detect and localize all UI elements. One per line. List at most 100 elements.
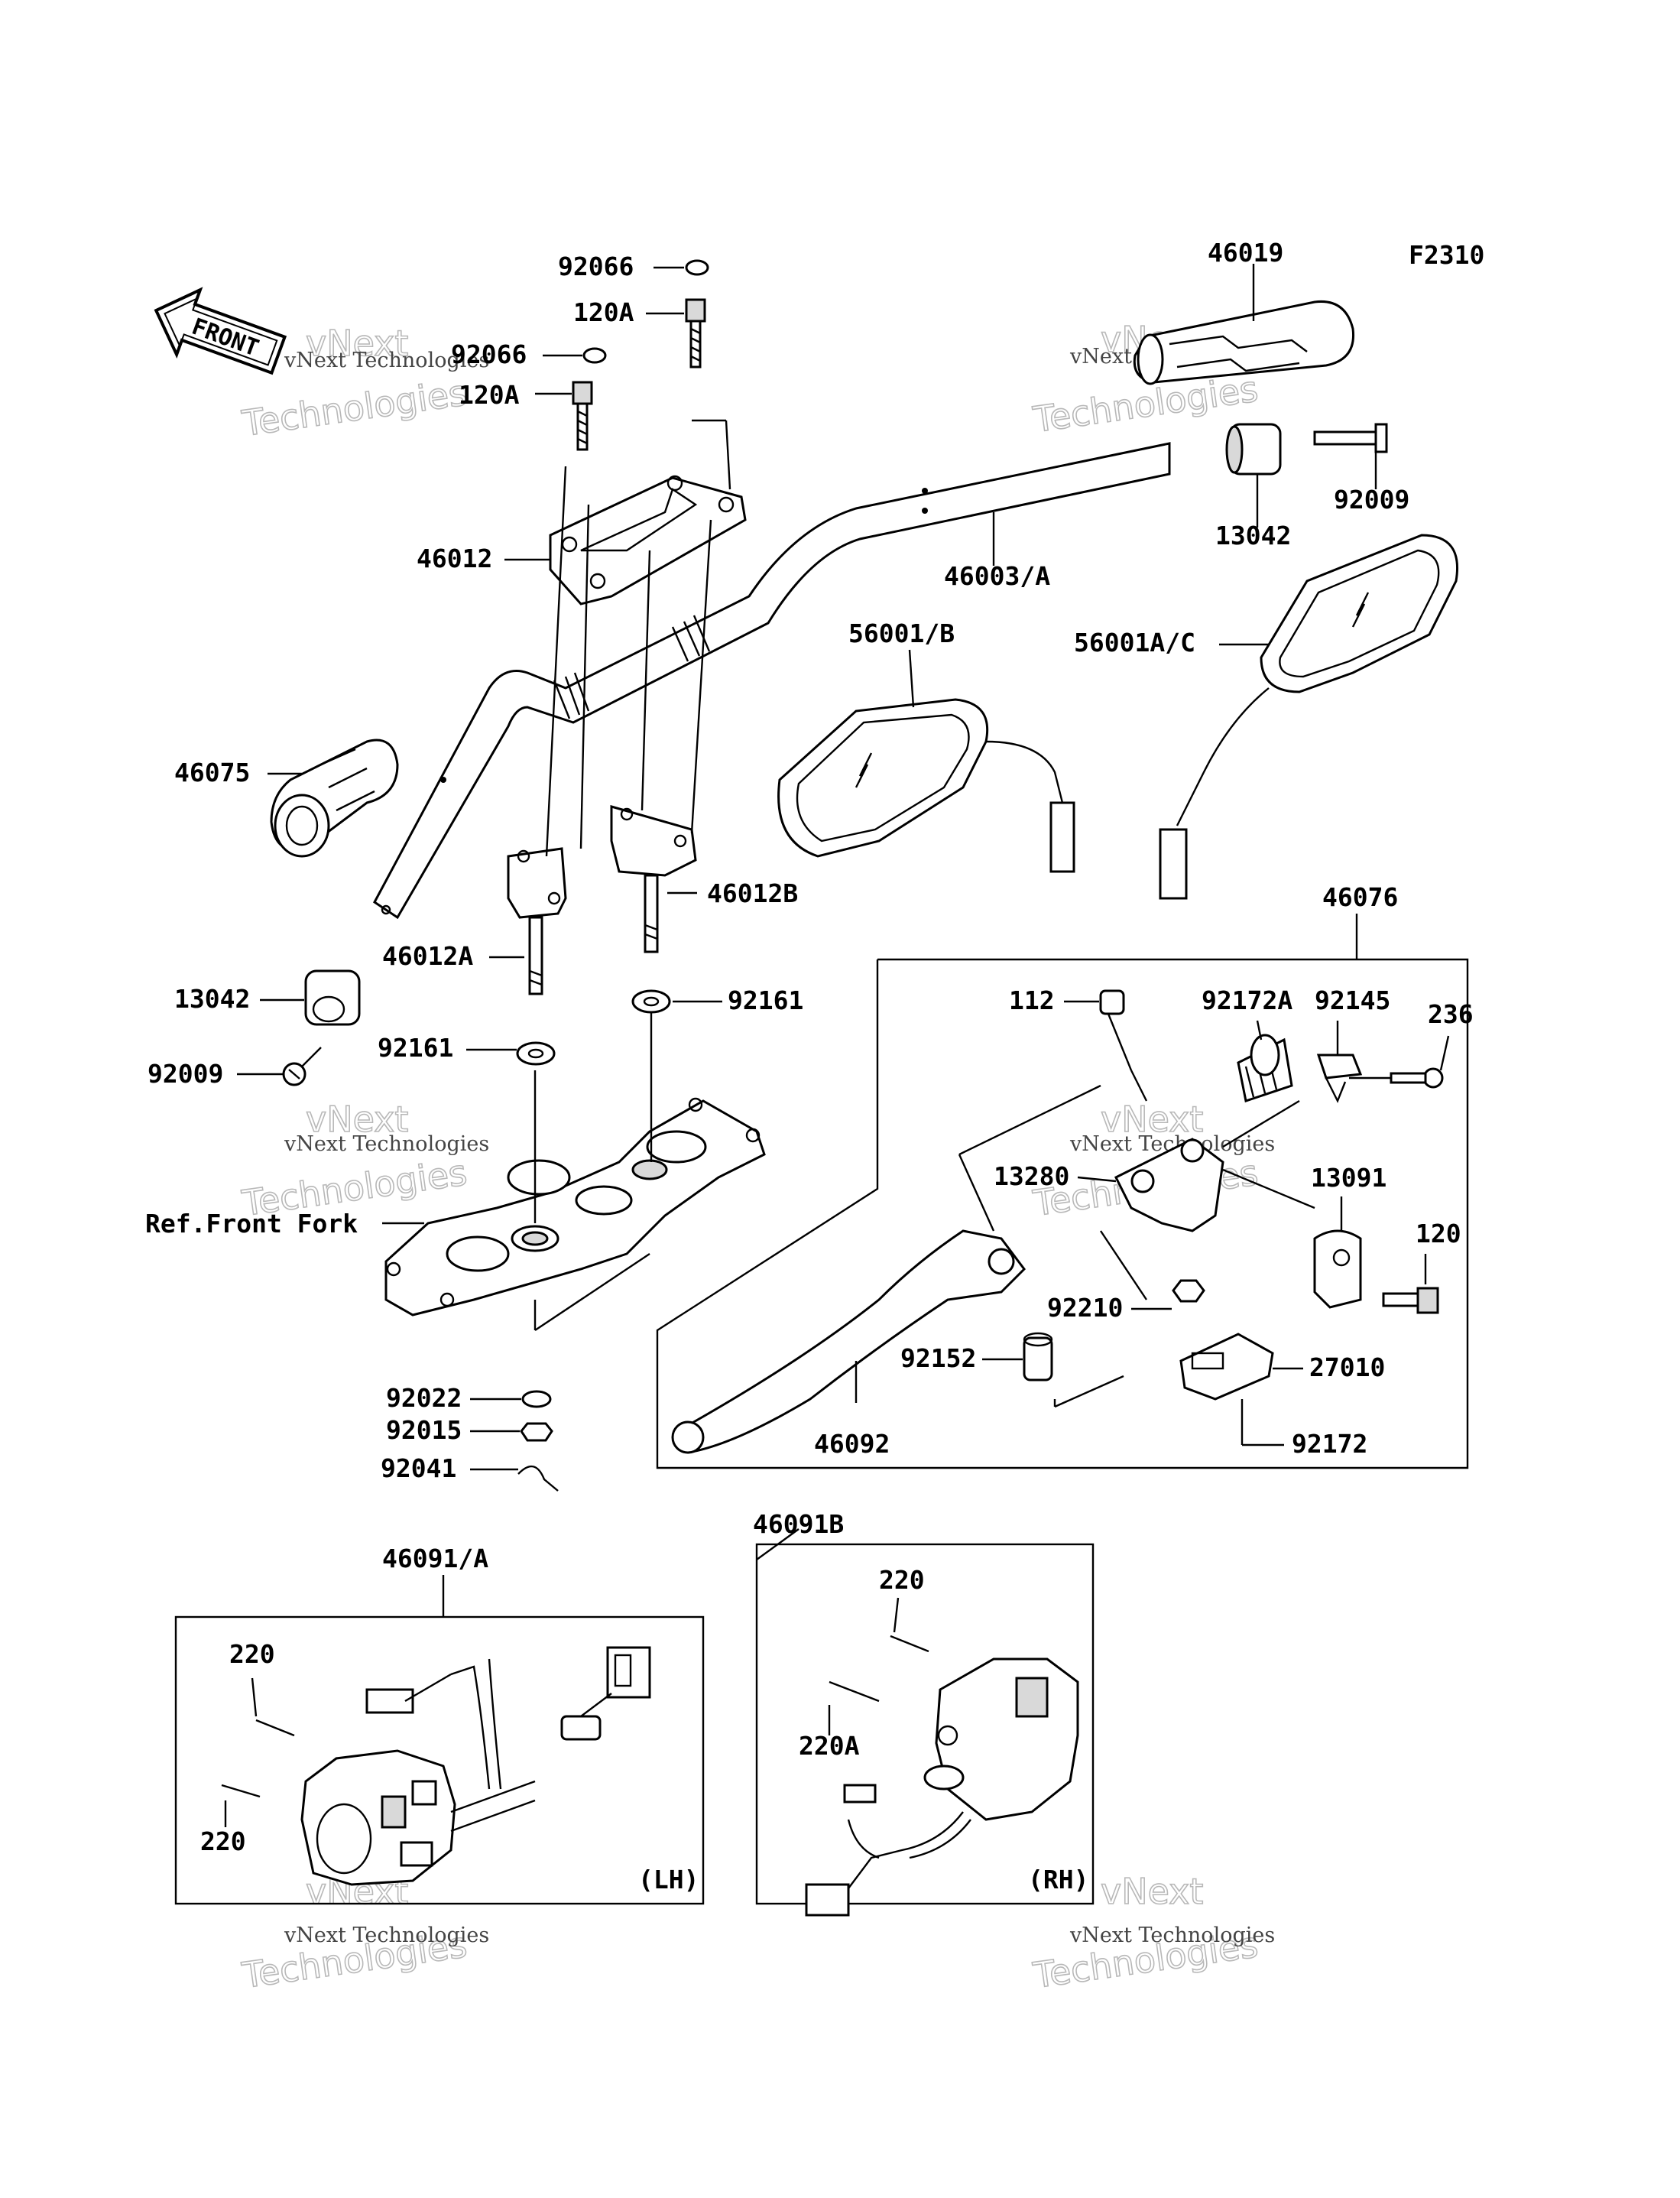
bushing-92152 (1023, 1332, 1053, 1381)
bolt-120 (1382, 1287, 1439, 1314)
label-236: 236 (1428, 999, 1474, 1029)
part-labels: 92066 120A 92066 120A 46019 92009 13042 … (145, 238, 1474, 1894)
label-220-rh-top: 220 (879, 1565, 925, 1595)
spring-92145 (1316, 1054, 1363, 1103)
washer-92066-top (685, 259, 709, 276)
label-92172a: 92172A (1202, 985, 1292, 1015)
pin-92041 (517, 1466, 559, 1492)
label-27010: 27010 (1309, 1352, 1385, 1382)
mirror-56001ac (1159, 534, 1458, 900)
svg-text:vNext Technologies: vNext Technologies (284, 1924, 489, 1947)
label-rh: (RH) (1028, 1865, 1088, 1894)
screw-220-lh-bot (221, 1784, 261, 1798)
label-13042-left: 13042 (174, 984, 250, 1014)
rh-switch-box (755, 1543, 1095, 1905)
svg-text:vNext Technologies: vNext Technologies (284, 1132, 489, 1156)
label-92161-right: 92161 (728, 985, 803, 1015)
lh-switch-box (174, 1615, 705, 1905)
lever-assembly-box (656, 958, 1469, 1469)
label-92041: 92041 (381, 1453, 456, 1483)
label-120a-top: 120A (573, 297, 634, 327)
bar-end-left (260, 969, 361, 1026)
svg-text:vNext: vNext (306, 1099, 408, 1140)
label-92009-right: 92009 (1334, 485, 1409, 515)
label-46003a: 46003/A (944, 561, 1050, 591)
grip-46075 (268, 739, 399, 858)
figure-code: F2310 (1409, 240, 1484, 270)
label-46076: 46076 (1322, 882, 1398, 912)
label-92066-mid: 92066 (451, 339, 527, 369)
handlebar-tube (373, 442, 1171, 920)
nut-92015 (520, 1422, 553, 1442)
label-46019: 46019 (1208, 238, 1283, 268)
label-92009-left: 92009 (148, 1059, 223, 1089)
rh-switch-housing (805, 1657, 1079, 1917)
washer-92066-mid (582, 347, 607, 364)
screw-236 (1390, 1067, 1444, 1089)
adjuster-92172a (1237, 1034, 1293, 1102)
lower-holder-46012a (507, 847, 567, 995)
screw-92009-left (237, 1047, 322, 1086)
lower-holder-46012b (610, 805, 697, 953)
label-92015: 92015 (386, 1415, 462, 1445)
label-92145: 92145 (1315, 985, 1390, 1015)
label-46091a: 46091/A (382, 1544, 488, 1573)
label-112: 112 (1009, 985, 1055, 1015)
label-220a: 220A (799, 1731, 860, 1761)
label-ref-front-fork: Ref.Front Fork (145, 1209, 358, 1239)
label-92172: 92172 (1292, 1429, 1367, 1459)
label-92210: 92210 (1047, 1293, 1123, 1323)
label-56001b: 56001/B (848, 618, 955, 648)
label-46075: 46075 (174, 758, 250, 787)
label-46012b: 46012B (707, 878, 798, 908)
leader-lines-handlebar (382, 266, 995, 1471)
lever-46092 (671, 1229, 1026, 1454)
label-46092: 46092 (814, 1429, 890, 1459)
svg-text:vNext Technologies: vNext Technologies (1069, 1924, 1275, 1947)
nut-92210 (1172, 1279, 1205, 1303)
clamp-13091 (1313, 1229, 1362, 1309)
label-120: 120 (1416, 1219, 1461, 1248)
switch-27010 (1179, 1333, 1274, 1401)
svg-text:Technologies: Technologies (239, 372, 469, 444)
label-lh: (LH) (638, 1865, 699, 1894)
lever-bracket-13280 (1114, 1138, 1224, 1232)
front-arrow-icon: FRONT (154, 287, 287, 375)
label-13091: 13091 (1311, 1163, 1386, 1193)
watermark-mid-left: vNext Technologies vNext Technologies (238, 1098, 489, 1225)
leader-lines-lever (958, 1000, 1450, 1446)
label-220-lh-top: 220 (229, 1639, 275, 1669)
washer-92161-left (516, 1041, 556, 1066)
label-92022: 92022 (386, 1383, 462, 1413)
label-13042-right: 13042 (1215, 521, 1291, 550)
screw-220-rh-top (890, 1635, 929, 1653)
label-46012: 46012 (417, 544, 492, 573)
screw-220a-rh (829, 1680, 880, 1703)
screw-220-lh-top (255, 1719, 295, 1737)
svg-text:vNext Technologies: vNext Technologies (284, 349, 489, 372)
svg-text:vNext: vNext (1101, 1099, 1203, 1140)
washer-92161-right (631, 989, 671, 1014)
label-220-lh-bot: 220 (200, 1826, 246, 1856)
label-56001ac: 56001A/C (1074, 628, 1195, 657)
svg-text:vNext: vNext (1101, 1871, 1203, 1912)
bolt-120a-top (685, 298, 706, 368)
watermark-bottom-left: vNext Technologies vNext Technologies (238, 1870, 489, 1997)
svg-text:vNext: vNext (306, 323, 408, 364)
upper-triple-clamp (384, 1097, 766, 1317)
bar-end-right (1225, 423, 1282, 528)
label-46091b: 46091B (753, 1509, 844, 1539)
grip-46019 (1133, 264, 1355, 385)
label-13280: 13280 (994, 1161, 1069, 1191)
screw-92009-right (1313, 423, 1388, 489)
label-46012a: 46012A (382, 941, 473, 971)
label-92152: 92152 (900, 1343, 976, 1373)
label-92066-top: 92066 (558, 252, 634, 281)
bolt-120a-mid (572, 381, 593, 451)
label-92161-left: 92161 (378, 1033, 453, 1063)
lh-switch-housing (300, 1646, 651, 1886)
top-clamp (549, 475, 747, 606)
washer-92022 (521, 1390, 552, 1408)
